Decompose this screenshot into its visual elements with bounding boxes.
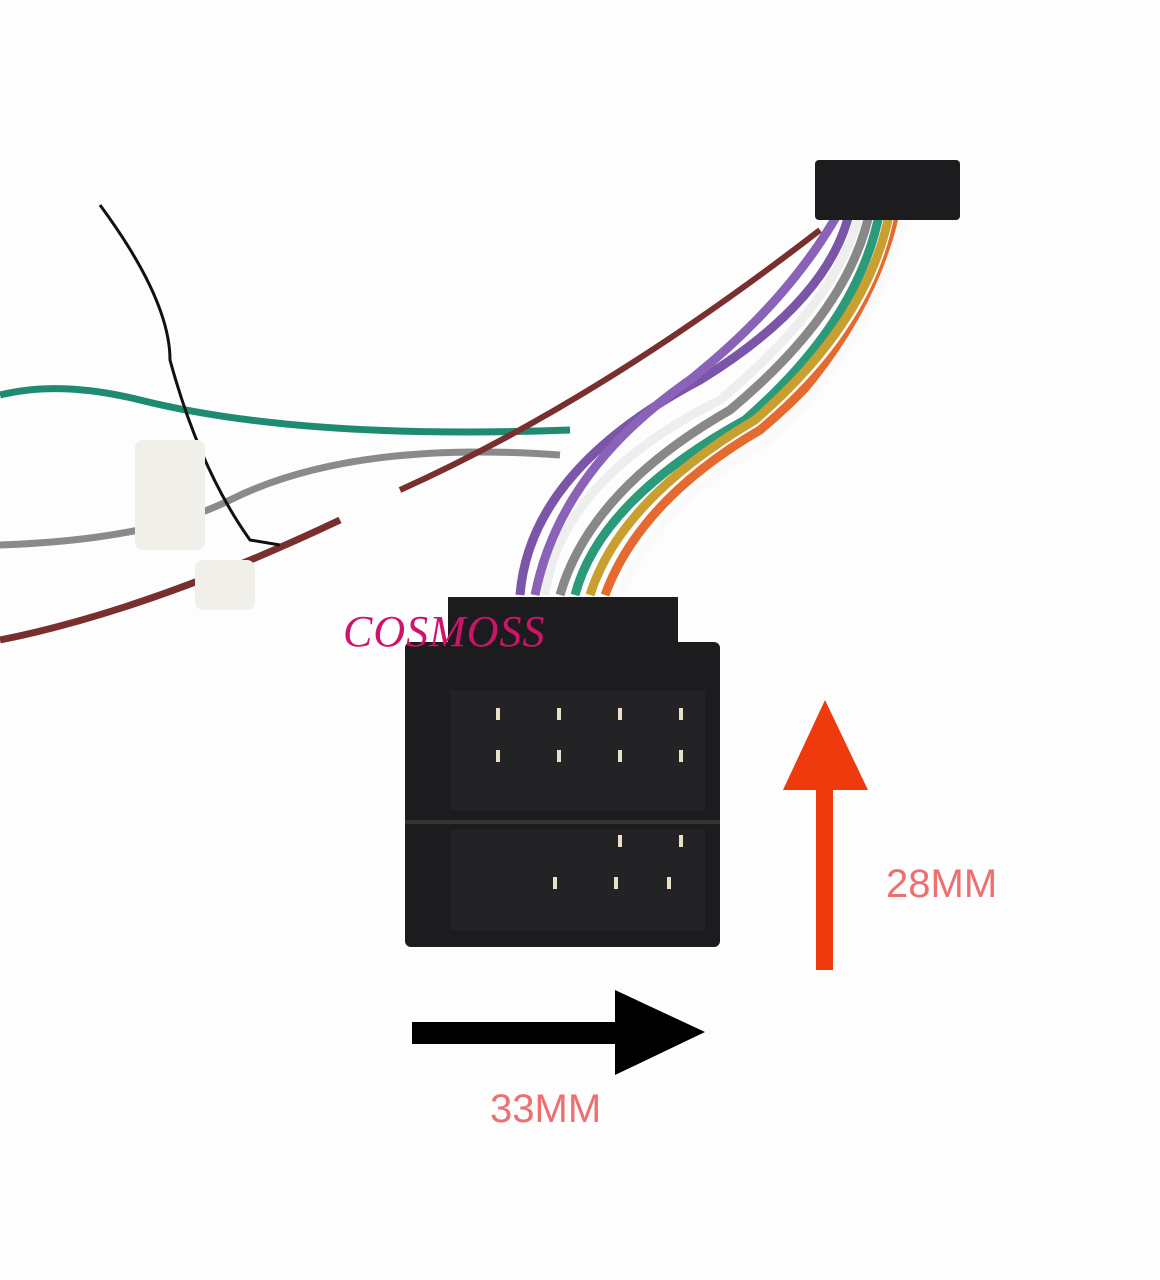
wire-label-tag bbox=[135, 440, 205, 550]
gray-wire bbox=[0, 448, 561, 549]
black-wire bbox=[98, 204, 281, 547]
width-arrow bbox=[412, 990, 705, 1075]
brown-wire-2 bbox=[398, 227, 822, 493]
green-wire bbox=[0, 385, 571, 436]
height-dimension-label: 28MM bbox=[886, 862, 998, 906]
wire-label-tag bbox=[195, 560, 255, 610]
16-pin-connector bbox=[815, 160, 960, 220]
wire-bundle bbox=[515, 207, 910, 597]
height-arrow bbox=[783, 700, 868, 970]
brand-watermark: COSMOSS bbox=[343, 607, 546, 656]
width-dimension-label: 33MM bbox=[490, 1087, 602, 1131]
brown-wire bbox=[0, 516, 342, 644]
iso-connector bbox=[405, 597, 720, 947]
